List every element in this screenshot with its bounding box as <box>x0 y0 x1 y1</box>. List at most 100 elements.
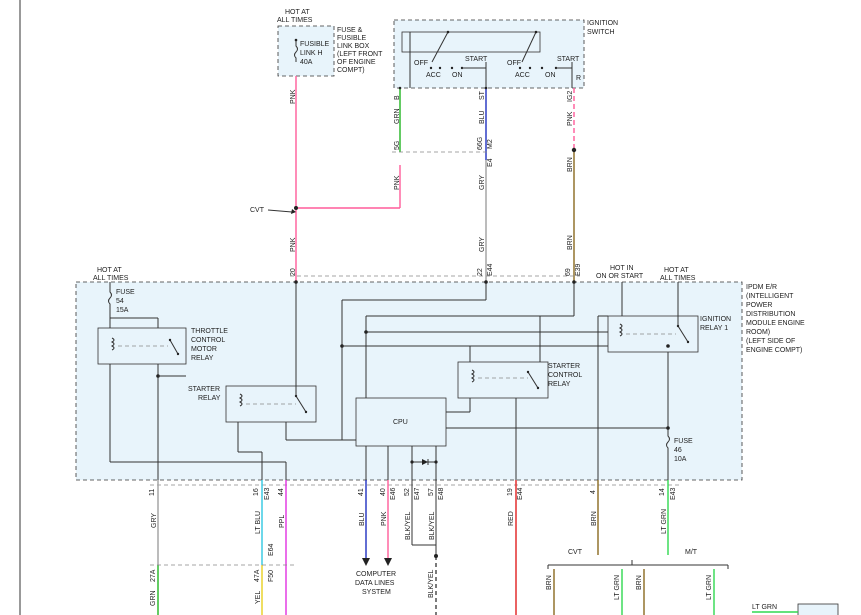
conn-label-e48: E48 <box>438 487 445 500</box>
hot-at-all-times-right-label: HOT AT ALL TIMES <box>660 267 696 282</box>
sw-off-label-1: OFF <box>414 60 428 67</box>
wire-label-gry-mid: GRY <box>479 175 486 190</box>
wire-label-bkyel-bot: BLK/YEL <box>428 569 435 598</box>
svg-text:IPDM E/R: IPDM E/R <box>746 284 777 291</box>
conn-label-e43a: E43 <box>264 487 271 500</box>
cpu-box <box>355 397 447 447</box>
wire-label-brn-c1: BRN <box>546 575 553 590</box>
svg-text:ALL TIMES: ALL TIMES <box>277 17 313 24</box>
ignition-relay-1-label: IGNITION RELAY 1 <box>700 316 731 332</box>
ipdm-box <box>75 281 743 481</box>
mt-bottom-label: M/T <box>685 549 698 556</box>
starter-control-relay-box <box>457 361 549 399</box>
sw-acc-label-2: ACC <box>515 72 530 79</box>
svg-text:THROTTLE: THROTTLE <box>191 328 228 335</box>
svg-text:IGNITION: IGNITION <box>587 20 618 27</box>
svg-text:ROOM): ROOM) <box>746 329 770 336</box>
wire-label-brn-low: BRN <box>567 235 574 250</box>
pin-label-5g: 5G <box>394 141 401 150</box>
svg-text:LINK BOX: LINK BOX <box>337 43 370 50</box>
svg-text:IGNITION: IGNITION <box>700 316 731 323</box>
hot-at-all-times-left-label: HOT AT ALL TIMES <box>93 267 129 282</box>
ipdm-label: IPDM E/R (INTELLIGENT POWER DISTRIBUTION… <box>746 284 805 354</box>
lt-grn-corner-label: LT GRN <box>752 604 777 611</box>
fuse-box <box>277 25 335 77</box>
pin-label-16: 16 <box>253 488 260 496</box>
svg-text:CONTROL: CONTROL <box>191 337 225 344</box>
svg-text:ALL TIMES: ALL TIMES <box>660 275 696 282</box>
svg-text:CONTROL: CONTROL <box>548 372 582 379</box>
svg-text:COMPUTER: COMPUTER <box>356 571 396 578</box>
pin-label-19: 19 <box>507 488 514 496</box>
svg-text:RELAY: RELAY <box>198 395 221 402</box>
svg-text:MOTOR: MOTOR <box>191 346 217 353</box>
svg-text:DATA LINES: DATA LINES <box>355 580 395 587</box>
wire-label-brn-b: BRN <box>591 511 598 526</box>
svg-text:15A: 15A <box>116 307 129 314</box>
svg-text:HOT AT: HOT AT <box>664 267 689 274</box>
ignition-switch-box <box>393 19 585 89</box>
pin-label-20: 20 <box>290 268 297 276</box>
conn-label-e64: E64 <box>268 543 275 556</box>
svg-text:STARTER: STARTER <box>188 386 220 393</box>
svg-text:SWITCH: SWITCH <box>587 29 615 36</box>
pin-label-52: 52 <box>404 488 411 496</box>
svg-text:FUSIBLE: FUSIBLE <box>300 41 330 48</box>
svg-text:POWER: POWER <box>746 302 772 309</box>
hot-in-on-start-label: HOT IN ON OR START <box>596 265 644 280</box>
svg-text:SYSTEM: SYSTEM <box>362 589 391 596</box>
fuse-54-label: FUSE 54 15A <box>116 289 135 314</box>
wire-label-yel-bot: YEL <box>255 591 262 604</box>
svg-text:HOT IN: HOT IN <box>610 265 634 272</box>
pin-label-11: 11 <box>149 489 156 496</box>
fuse-46-symbol <box>666 428 670 452</box>
fuse-54-symbol <box>108 282 112 318</box>
pin-label-4: 4 <box>590 490 597 494</box>
wire-label-pnk-fuse: PNK <box>290 89 297 104</box>
wire-label-bkyel-b2: BLK/YEL <box>429 511 436 540</box>
svg-text:FUSE: FUSE <box>116 289 135 296</box>
ignition-switch-inner <box>401 31 541 53</box>
wire-label-ltgrn-c2: LT GRN <box>706 575 713 600</box>
pin-label-r: R <box>576 75 581 82</box>
wire-label-pnk-b: PNK <box>381 511 388 526</box>
conn-label-e46: E46 <box>390 487 397 500</box>
svg-text:(LEFT FRONT: (LEFT FRONT <box>337 51 383 58</box>
svg-text:ENGINE COMPT): ENGINE COMPT) <box>746 347 802 354</box>
wire-label-bkyel-b1: BLK/YEL <box>405 511 412 540</box>
svg-text:RELAY 1: RELAY 1 <box>700 325 728 332</box>
svg-text:RELAY: RELAY <box>548 381 571 388</box>
fuse-box-label: FUSE & FUSIBLE LINK BOX (LEFT FRONT OF E… <box>337 27 383 74</box>
wire-label-ltgrn-b: LT GRN <box>661 509 668 534</box>
wire-label-pnk-mid: PNK <box>394 175 401 190</box>
conn-label-e47: E47 <box>414 487 421 500</box>
wire-label-gry-b: GRY <box>151 513 158 528</box>
svg-text:MODULE ENGINE: MODULE ENGINE <box>746 320 805 327</box>
conn-label-e44: E44 <box>487 263 494 276</box>
svg-text:ALL TIMES: ALL TIMES <box>93 275 129 282</box>
conn-label-e44b: E44 <box>517 487 524 500</box>
pin-label-27a: 27A <box>150 569 157 582</box>
svg-text:LINK H: LINK H <box>300 50 323 57</box>
svg-text:STARTER: STARTER <box>548 363 580 370</box>
pin-label-57: 57 <box>428 488 435 496</box>
svg-text:RELAY: RELAY <box>191 355 214 362</box>
wire-label-blu-b: BLU <box>359 512 366 526</box>
fuse-46-label: FUSE 46 10A <box>674 438 693 463</box>
svg-text:DISTRIBUTION: DISTRIBUTION <box>746 311 795 318</box>
hot-at-all-times-top-label: HOT AT ALL TIMES <box>277 9 313 24</box>
computer-data-label: COMPUTER DATA LINES SYSTEM <box>355 571 396 596</box>
corner-connector-box <box>797 603 839 615</box>
ignition-switch-label: IGNITION SWITCH <box>587 20 618 36</box>
sw-off-label-2: OFF <box>507 60 521 67</box>
svg-text:HOT AT: HOT AT <box>285 9 310 16</box>
wire-label-blu-sw: BLU <box>479 110 486 124</box>
svg-text:FUSE &: FUSE & <box>337 27 363 34</box>
svg-text:HOT AT: HOT AT <box>97 267 122 274</box>
pin-label-47a: 47A <box>254 569 261 582</box>
wire-label-pnk-sw: PNK <box>567 111 574 126</box>
wire-label-brn-c2: BRN <box>636 575 643 590</box>
pin-label-st: ST <box>479 90 486 100</box>
conn-label-f50: F50 <box>268 570 275 582</box>
